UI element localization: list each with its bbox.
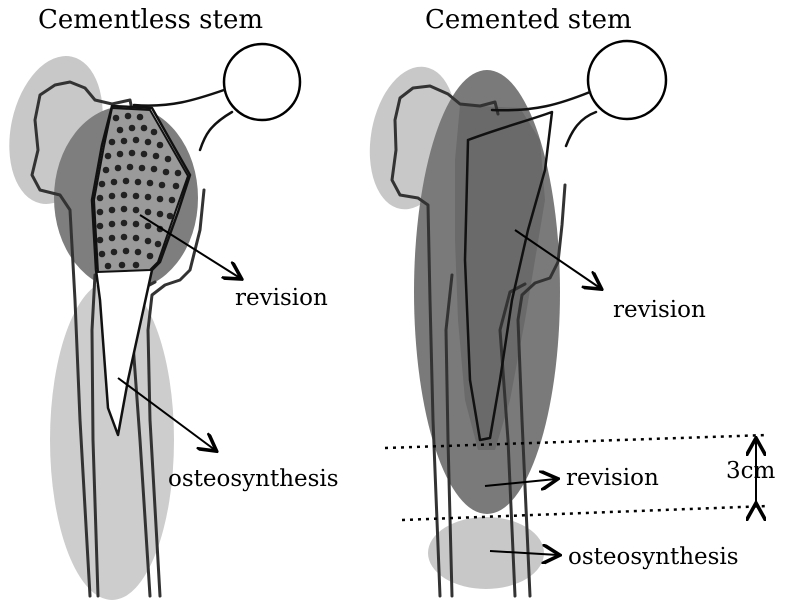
femoral-neck-right [490, 90, 598, 148]
porous-coating-dots [96, 112, 182, 270]
revision-arrow-right-upper [514, 229, 600, 288]
femur-outline-right [390, 84, 500, 598]
femoral-neck-left [132, 88, 234, 152]
femur-medial-cortex-right [516, 183, 567, 598]
revision-arrow-left [139, 214, 240, 278]
measurement-label: 3cm [726, 458, 776, 484]
right-panel: Cemented stem 3cm revision revision oste… [369, 5, 776, 598]
revision-label-right-upper: revision [613, 297, 706, 323]
osteosynthesis-arrow-left [117, 377, 215, 450]
boundary-line-lower [401, 504, 769, 522]
femur-medial-cortex-left [146, 188, 206, 598]
femoral-head-left [222, 42, 302, 122]
osteosynthesis-label-left: osteosynthesis [168, 466, 339, 492]
left-panel: Cementless stem [9, 5, 339, 600]
left-panel-title: Cementless stem [38, 5, 263, 35]
right-panel-title: Cemented stem [425, 5, 632, 35]
cemented-stem [463, 110, 554, 442]
osteosynthesis-zone-left [50, 280, 174, 600]
revision-label-left: revision [235, 285, 328, 311]
femur-inner-cortex-left [90, 273, 100, 598]
osteosynthesis-label-right: osteosynthesis [568, 544, 739, 570]
femur-outline-left [30, 80, 137, 598]
osteosynthesis-arrow-right [489, 551, 558, 555]
femoral-head-right [586, 39, 668, 121]
revision-label-right-lower: revision [566, 465, 659, 491]
revision-arrow-right-lower [484, 479, 556, 486]
cement-mantle [455, 105, 545, 450]
